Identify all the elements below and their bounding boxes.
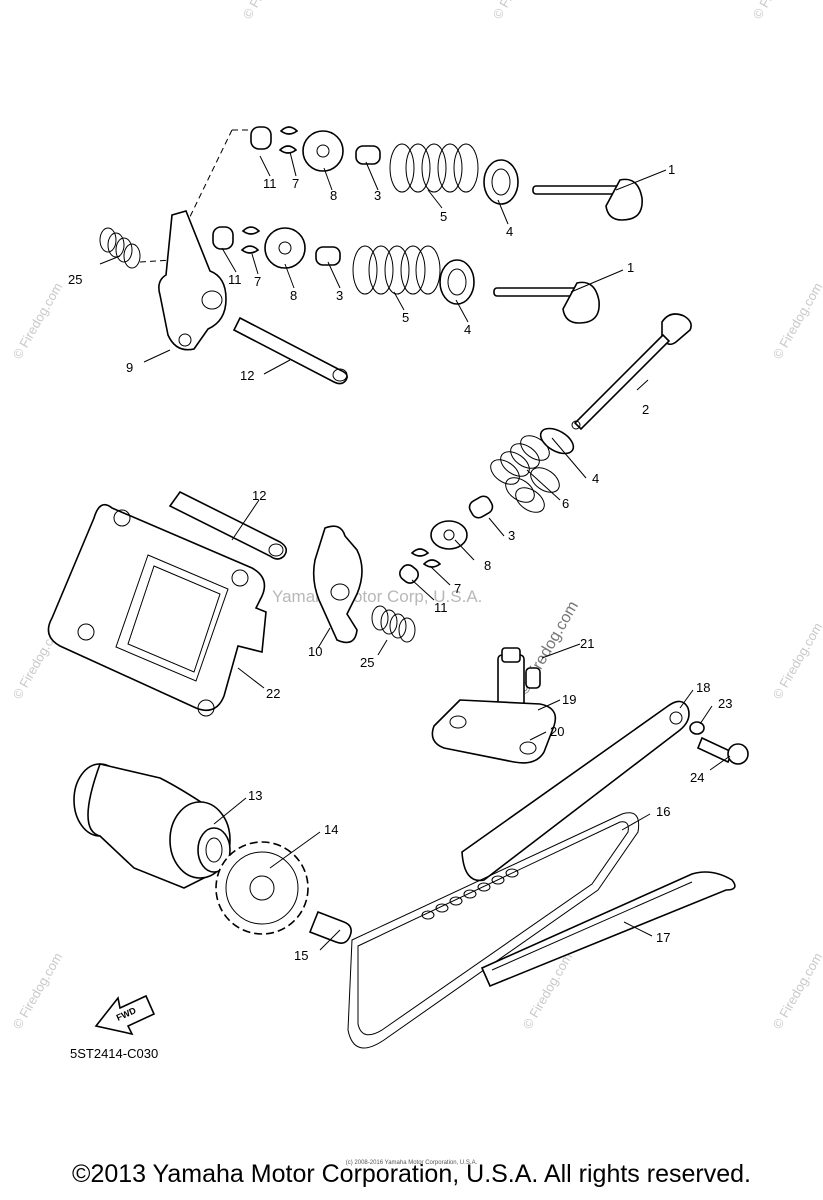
part-number: 25 — [360, 655, 374, 670]
part-number: 5 — [402, 310, 409, 325]
part-number: 4 — [464, 322, 471, 337]
chain-tensioner — [431, 647, 557, 764]
part-number: 25 — [68, 272, 82, 287]
part-number: 4 — [592, 471, 599, 486]
watermark-site: © Firedog.com — [770, 280, 823, 362]
fwd-arrow-icon: FWD — [94, 994, 156, 1036]
part-number: 20 — [550, 724, 564, 739]
part-number: 17 — [656, 930, 670, 945]
part-number: 7 — [292, 176, 299, 191]
chain-guide-upper — [461, 700, 749, 882]
part-number: 1 — [668, 162, 675, 177]
part-number: 11 — [263, 176, 277, 191]
part-number: 5 — [440, 209, 447, 224]
part-number: 9 — [126, 360, 133, 375]
part-number: 1 — [627, 260, 634, 275]
camshaft — [73, 763, 231, 889]
valve-assembly-lower — [399, 313, 692, 584]
chain-guide-lower — [480, 871, 736, 988]
part-number: 4 — [506, 224, 513, 239]
valve-assembly-upper — [185, 126, 643, 226]
diagram-code: 5ST2414-C030 — [70, 1046, 159, 1061]
part-number: 2 — [642, 402, 649, 417]
part-number: 18 — [696, 680, 710, 695]
part-labels: 1 1 2 3 3 3 4 4 4 5 5 6 7 7 7 8 8 8 9 10… — [68, 162, 732, 963]
part-number: 11 — [228, 272, 242, 287]
valve-assembly-middle — [99, 210, 600, 385]
parts-diagram: © Firedog.com © Firedog.com © Firedog.co… — [10, 0, 823, 1049]
part-number: 6 — [562, 496, 569, 511]
footer-small-print: (c) 2008-2016 Yamaha Motor Corporation, … — [345, 1160, 478, 1166]
part-number: 8 — [290, 288, 297, 303]
watermark-rotated: © Firedog.com — [515, 598, 582, 698]
footer-copyright: ©2013 Yamaha Motor Corporation, U.S.A. A… — [72, 1160, 751, 1188]
part-number: 23 — [718, 696, 732, 711]
watermark-site: © Firedog.com — [490, 0, 546, 22]
watermark-site: © Firedog.com — [770, 950, 823, 1032]
watermark-site: © Firedog.com — [240, 0, 296, 22]
part-number: 15 — [294, 948, 308, 963]
part-number: 22 — [266, 686, 280, 701]
part-number: 3 — [374, 188, 381, 203]
watermark-site: © Firedog.com — [750, 0, 806, 22]
part-number: 21 — [580, 636, 594, 651]
part-number: 3 — [336, 288, 343, 303]
cam-sprocket — [215, 841, 352, 944]
gasket-and-rocker — [47, 490, 416, 717]
watermark-site: © Firedog.com — [770, 620, 823, 702]
part-number: 16 — [656, 804, 670, 819]
leader-lines — [99, 151, 731, 951]
part-number: 7 — [454, 581, 461, 596]
part-number: 7 — [254, 274, 261, 289]
watermark-site: © Firedog.com — [10, 280, 66, 362]
part-number: 19 — [562, 692, 576, 707]
part-number: 10 — [308, 644, 322, 659]
watermark-site: © Firedog.com — [10, 950, 66, 1032]
part-number: 24 — [690, 770, 704, 785]
cam-chain — [347, 812, 640, 1049]
part-number: 13 — [248, 788, 262, 803]
part-number: 8 — [484, 558, 491, 573]
part-number: 12 — [240, 368, 254, 383]
part-number: 14 — [324, 822, 338, 837]
part-number: 11 — [434, 600, 448, 615]
part-number: 8 — [330, 188, 337, 203]
watermark-center: Yamaha Motor Corp, U.S.A. — [272, 587, 482, 606]
part-number: 12 — [252, 488, 266, 503]
part-number: 3 — [508, 528, 515, 543]
